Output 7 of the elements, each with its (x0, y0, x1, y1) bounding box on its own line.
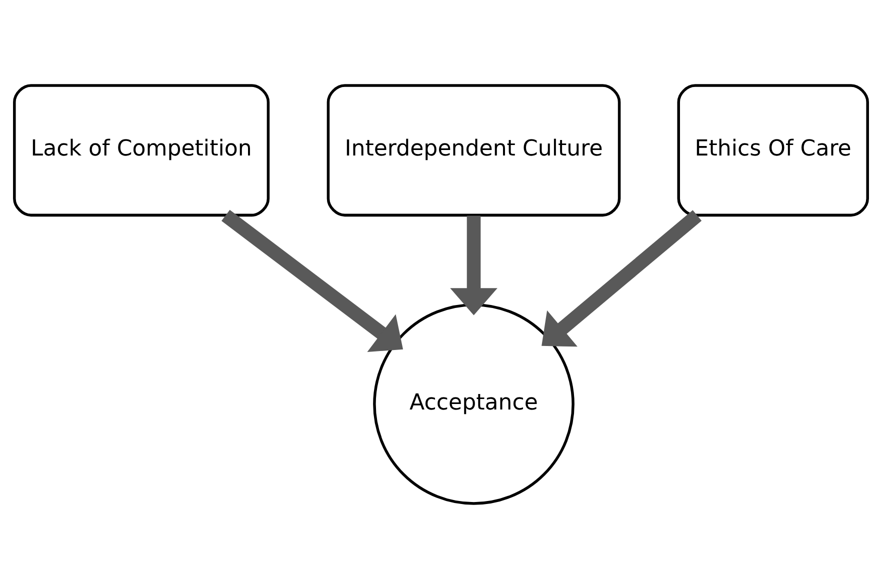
node-box: Interdependent Culture (326, 84, 621, 216)
node-box: Lack of Competition (13, 84, 270, 216)
node-circle: Acceptance (373, 302, 574, 504)
arrow (542, 210, 702, 346)
arrow (450, 215, 498, 315)
arrow (221, 209, 404, 352)
node-box: Ethics Of Care (677, 84, 869, 216)
